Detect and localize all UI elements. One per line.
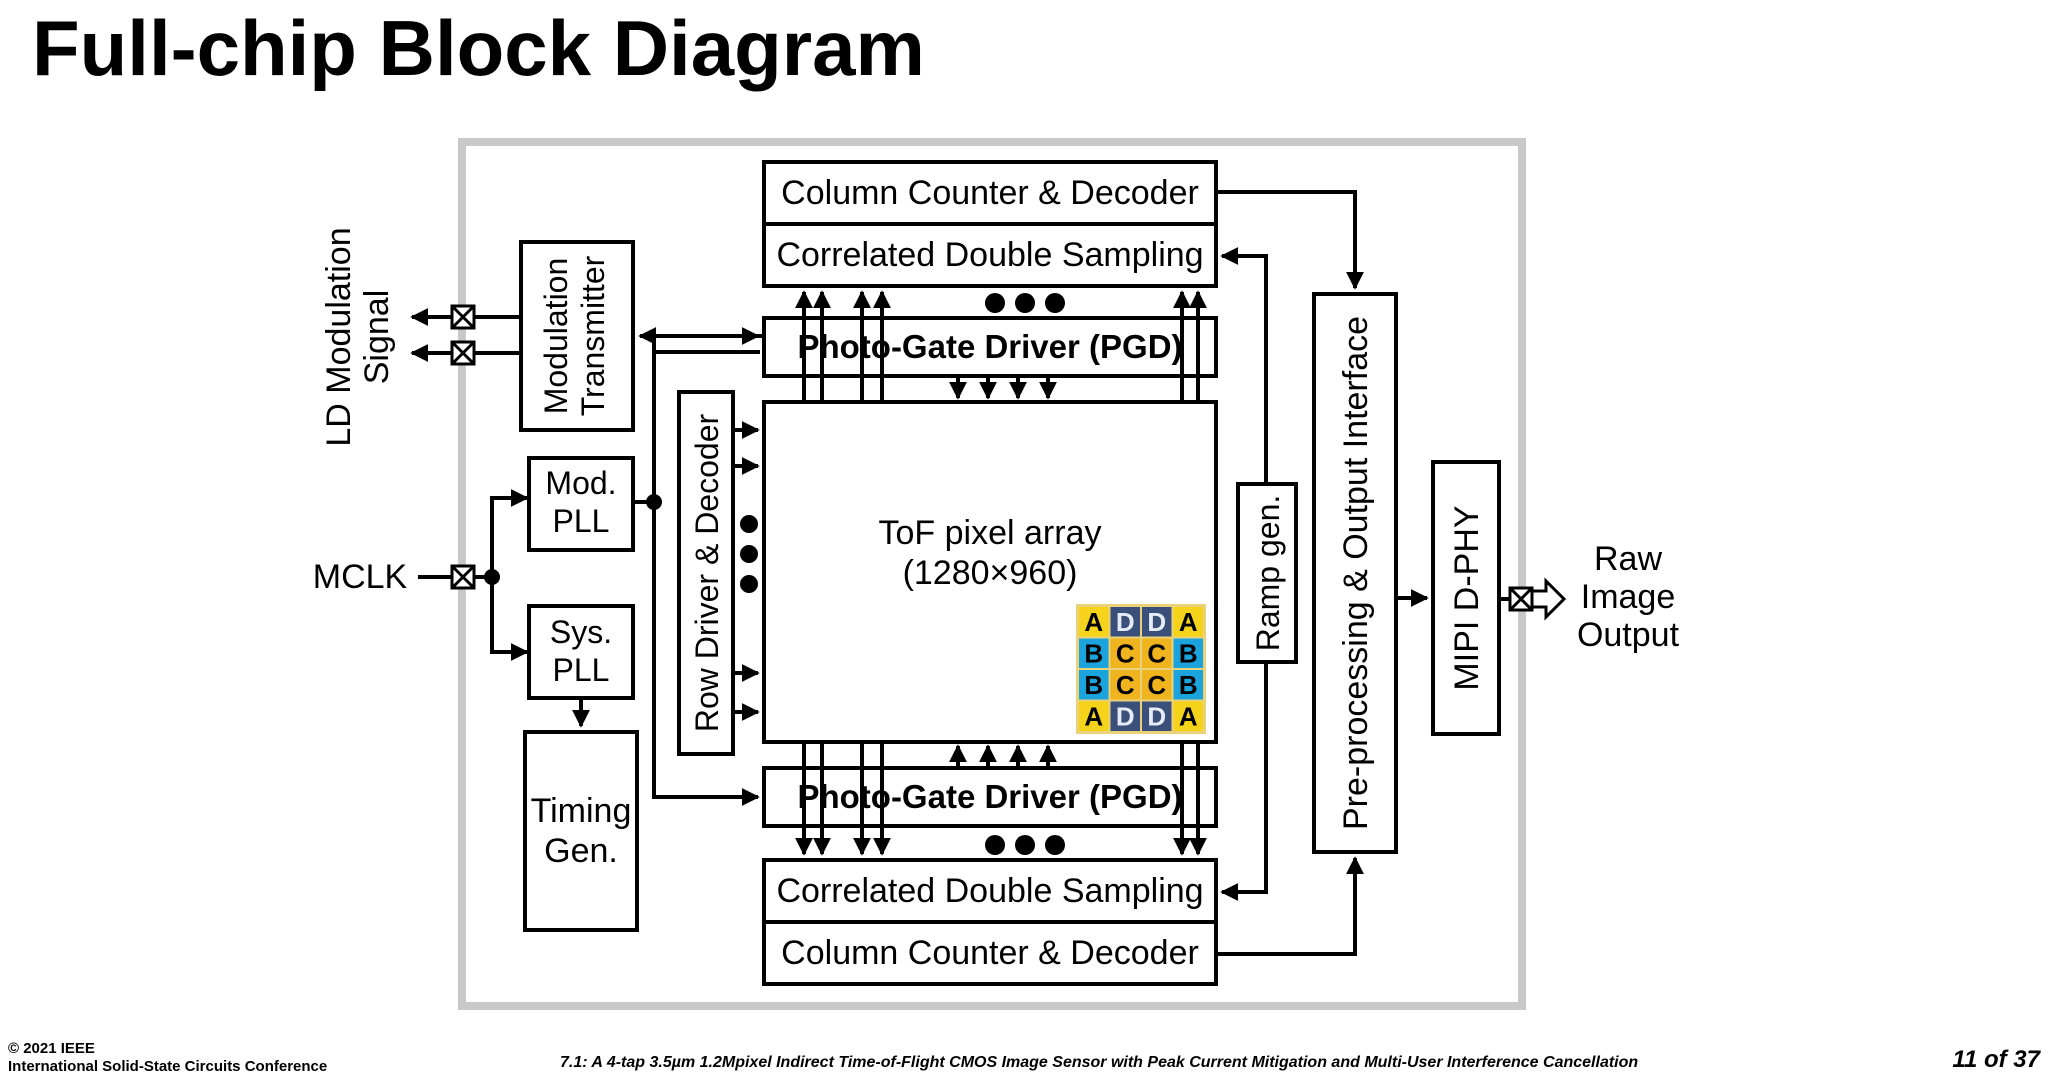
preprocessing-block: Pre-processing & Output Interface: [1312, 292, 1398, 854]
pgd-top-block: Photo-Gate Driver (PGD): [762, 316, 1218, 378]
ld-pad-2: [450, 340, 476, 366]
pixel-tap-label: C: [1116, 670, 1135, 700]
footer-copyright-block: © 2021 IEEE International Solid-State Ci…: [8, 1040, 327, 1076]
pixel-tap-cell: [1079, 607, 1109, 637]
footer-copyright: © 2021 IEEE: [8, 1040, 95, 1057]
column-counter-bottom-block: Column Counter & Decoder: [762, 920, 1218, 986]
pgd-bottom-block: Photo-Gate Driver (PGD): [762, 766, 1218, 828]
sys-pll-label-1: Sys.: [550, 614, 612, 650]
pixel-array-size: (1280×960): [903, 554, 1078, 592]
pixel-tap-cell: [1079, 670, 1109, 700]
cds-bottom-block: Correlated Double Sampling: [762, 858, 1218, 924]
modulation-transmitter-block: Modulation Transmitter: [519, 240, 635, 432]
pgd-top-label: Photo-Gate Driver (PGD): [797, 328, 1182, 365]
mod-pll-label-1: Mod.: [545, 465, 616, 501]
raw-output-label-1: Raw: [1594, 540, 1662, 578]
pixel-tap-label: B: [1179, 638, 1198, 668]
cds-bottom-label: Correlated Double Sampling: [776, 872, 1203, 910]
mipi-dphy-label: MIPI D-PHY: [1448, 505, 1486, 690]
ramp-gen-block: Ramp gen.: [1236, 482, 1298, 664]
modpll-junction: [646, 494, 662, 510]
row-driver-block: Row Driver & Decoder: [677, 390, 735, 756]
cds-top-label: Correlated Double Sampling: [776, 236, 1203, 274]
pixel-tap-cell: [1110, 607, 1140, 637]
pixel-tap-cell: [1079, 638, 1109, 668]
pixel-tap-label: C: [1147, 638, 1166, 668]
pixel-tap-label: D: [1147, 607, 1166, 637]
pixel-tap-label: A: [1179, 607, 1198, 637]
mod-pll-label-2: PLL: [553, 503, 610, 539]
pixel-tap-label: D: [1116, 607, 1135, 637]
timing-gen-label-2: Gen.: [544, 832, 618, 870]
pixel-tap-cell: [1142, 701, 1172, 731]
pixel-tap-label: B: [1084, 638, 1103, 668]
ellipsis-dots-row: [740, 515, 758, 593]
mod-pll-block: Mod. PLL: [527, 456, 635, 552]
pixel-tap-cell: [1110, 638, 1140, 668]
mclk-junction: [484, 569, 500, 585]
pixel-tap-cell: [1142, 638, 1172, 668]
footer-paper-title: 7.1: A 4-tap 3.5µm 1.2Mpixel Indirect Ti…: [560, 1054, 1639, 1071]
pixel-tap-label: A: [1179, 701, 1198, 731]
modulation-transmitter-label-2: Transmitter: [575, 255, 611, 416]
sys-pll-label-2: PLL: [553, 652, 610, 688]
modulation-transmitter-label-1: Modulation: [538, 258, 574, 415]
ld-modulation-label-1: LD Modulation: [320, 227, 358, 446]
timing-gen-label-1: Timing: [531, 792, 632, 830]
ld-pad-1: [450, 304, 476, 330]
pixel-tap-label: D: [1147, 701, 1166, 731]
output-pad: [1508, 586, 1534, 612]
pixel-tap-label: C: [1147, 670, 1166, 700]
cds-top-block: Correlated Double Sampling: [762, 222, 1218, 288]
mipi-dphy-block: MIPI D-PHY: [1431, 460, 1501, 736]
mclk-label: MCLK: [313, 558, 408, 596]
pixel-tap-label: A: [1084, 607, 1103, 637]
pixel-tap-label: B: [1084, 670, 1103, 700]
pixel-tap-label: B: [1179, 670, 1198, 700]
mclk-pad: [450, 564, 476, 590]
pixel-tap-cell: [1079, 701, 1109, 731]
page-title: Full-chip Block Diagram: [32, 4, 925, 92]
pixel-tap-cell: [1110, 701, 1140, 731]
column-counter-top-block: Column Counter & Decoder: [762, 160, 1218, 226]
row-driver-label: Row Driver & Decoder: [689, 414, 725, 733]
pixel-tap-cell: [1173, 638, 1203, 668]
pixel-tap-label: D: [1116, 701, 1135, 731]
column-counter-top-label: Column Counter & Decoder: [781, 174, 1199, 212]
ramp-gen-label: Ramp gen.: [1250, 495, 1286, 652]
pixel-tap-cell: [1173, 701, 1203, 731]
pixel-tap-cell: [1110, 670, 1140, 700]
pixel-tap-cell: [1173, 607, 1203, 637]
raw-output-label-3: Output: [1577, 616, 1680, 654]
column-counter-bottom-label: Column Counter & Decoder: [781, 934, 1199, 972]
pixel-tap-label: A: [1084, 701, 1103, 731]
connection-lines: [410, 190, 1510, 956]
footer-conference: International Solid-State Circuits Confe…: [8, 1058, 328, 1075]
page-number: 11 of 37: [1952, 1046, 2040, 1073]
pixel-tap-cell: [1142, 670, 1172, 700]
preprocessing-label: Pre-processing & Output Interface: [1337, 316, 1375, 830]
pgd-bottom-label: Photo-Gate Driver (PGD): [797, 778, 1182, 815]
output-arrow-icon: [1530, 577, 1567, 621]
ellipsis-dots-bottom: [985, 835, 1065, 855]
sys-pll-block: Sys. PLL: [527, 604, 635, 700]
pixel-array-label: ToF pixel array: [879, 514, 1102, 552]
pixel-tap-label: C: [1116, 638, 1135, 668]
timing-gen-block: Timing Gen.: [523, 730, 639, 932]
ellipsis-dots-top: [985, 293, 1065, 313]
raw-output-label-2: Image: [1581, 578, 1676, 616]
ld-modulation-label-2: Signal: [358, 290, 396, 385]
pixel-tap-cell: [1173, 670, 1203, 700]
pixel-tap-cell: [1142, 607, 1172, 637]
